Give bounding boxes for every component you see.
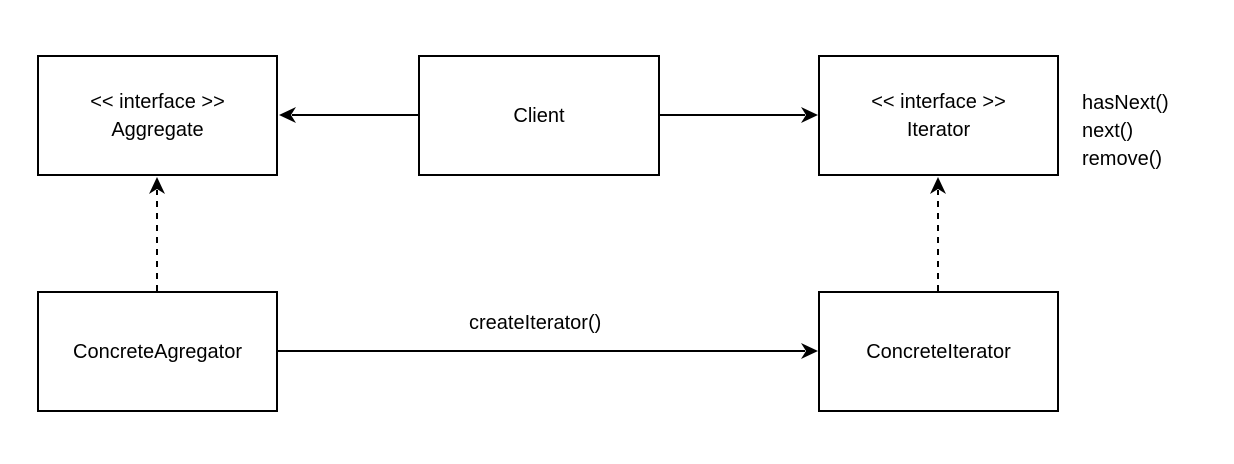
iterator-stereotype: << interface >> xyxy=(871,90,1006,113)
arrowhead-concrete-iterator xyxy=(801,343,818,359)
arrowhead-realizes-iterator xyxy=(930,177,946,194)
iterator-interface-box: << interface >> Iterator xyxy=(818,55,1059,176)
client-box: Client xyxy=(418,55,660,176)
create-iterator-label: createIterator() xyxy=(469,312,602,334)
aggregate-name: Aggregate xyxy=(111,118,204,141)
client-name: Client xyxy=(513,104,565,127)
aggregate-stereotype: << interface >> xyxy=(90,90,225,113)
arrowhead-realizes-aggregate xyxy=(149,177,165,194)
iterator-method-list: hasNext() next() remove() xyxy=(1082,89,1169,173)
iterator-name: Iterator xyxy=(906,118,971,141)
concrete-iterator-name: ConcreteIterator xyxy=(866,340,1011,363)
concrete-iterator-box: ConcreteIterator xyxy=(818,291,1059,412)
aggregate-interface-box: << interface >> Aggregate xyxy=(37,55,278,176)
arrowhead-aggregate xyxy=(279,107,296,123)
method-has-next: hasNext() xyxy=(1082,92,1169,114)
method-next: next() xyxy=(1082,120,1134,142)
concrete-aggregator-box: ConcreteAgregator xyxy=(37,291,278,412)
arrowhead-iterator xyxy=(801,107,818,123)
concrete-aggregator-name: ConcreteAgregator xyxy=(73,340,242,363)
method-remove: remove() xyxy=(1082,148,1163,170)
